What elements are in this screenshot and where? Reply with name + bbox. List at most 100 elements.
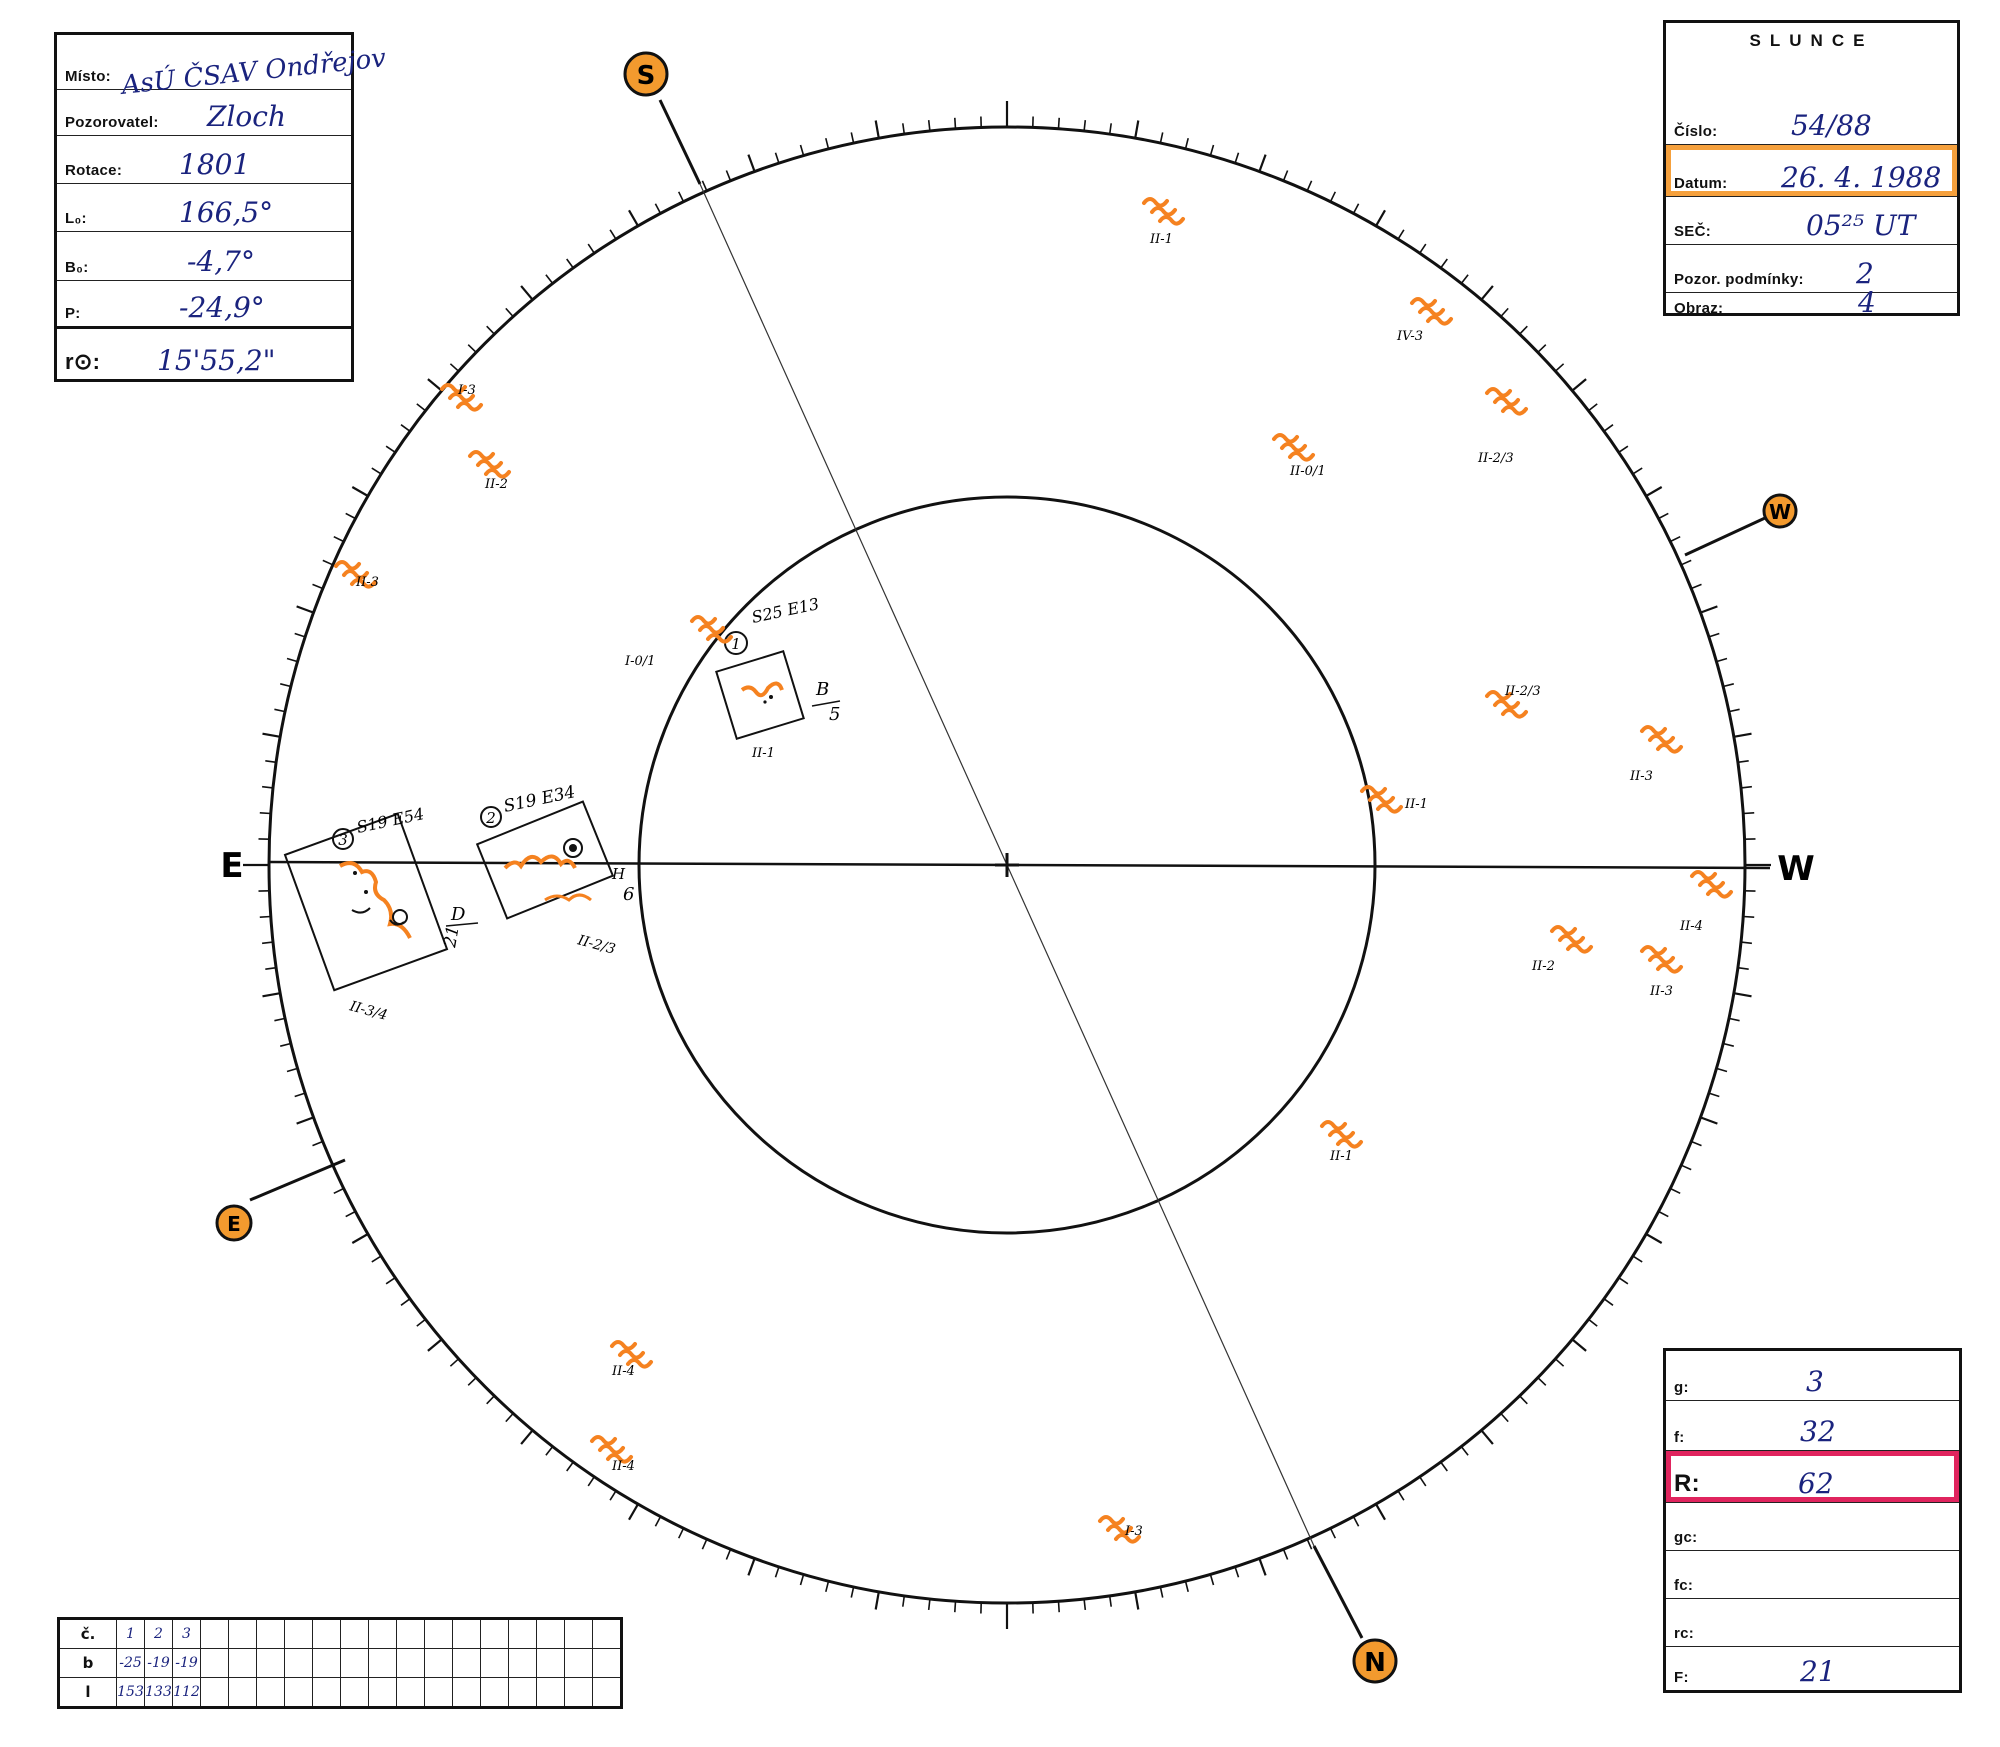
tick-mark: [1258, 1558, 1267, 1576]
table-cell: 112: [172, 1677, 201, 1708]
group-2-count: 6: [623, 884, 634, 905]
group-1-count: 5: [829, 704, 840, 725]
tick-mark: [486, 325, 495, 335]
b0-label: B₀:: [65, 259, 89, 276]
tick-mark: [1480, 285, 1494, 301]
facula-label: II-4: [1679, 919, 1703, 934]
tick-mark: [927, 120, 931, 132]
tick-mark: [286, 1067, 298, 1073]
image-label: Obraz:: [1674, 300, 1724, 317]
tick-mark: [1419, 1476, 1427, 1487]
l0-value: 166,5°: [179, 196, 274, 229]
tick-mark: [1743, 915, 1755, 918]
table-cell: [200, 1648, 229, 1678]
info-row-l0: L₀: 166,5°: [57, 184, 351, 232]
table-cell: [284, 1648, 313, 1678]
tick-mark: [1108, 1595, 1112, 1607]
table-cell: [396, 1677, 425, 1708]
table-cell: 153: [116, 1677, 145, 1708]
tick-mark: [566, 258, 574, 269]
tick-mark: [1700, 605, 1718, 614]
date-label: Datum:: [1674, 175, 1728, 192]
tick-mark: [1658, 512, 1669, 520]
facula-stroke: [1106, 1524, 1133, 1535]
number-label: Číslo:: [1674, 123, 1718, 140]
facula-stroke: [1272, 433, 1299, 444]
tick-mark: [280, 1042, 292, 1047]
facula-stroke: [342, 569, 369, 580]
facula-stroke: [1098, 1515, 1125, 1526]
info-row-rotation: Rotace: 1801: [57, 136, 351, 184]
tick-mark: [449, 1358, 460, 1367]
tick-mark: [1737, 966, 1749, 970]
tick-mark: [1618, 445, 1629, 453]
facula-stroke: [1376, 803, 1403, 814]
tick-mark: [799, 1574, 805, 1586]
table-cell: [536, 1618, 565, 1649]
tick-mark: [587, 243, 595, 254]
tick-mark: [1500, 1412, 1509, 1423]
tick-mark: [1159, 132, 1164, 144]
facula-stroke: [1368, 794, 1395, 805]
tick-mark: [1159, 1586, 1164, 1598]
tick-mark: [1537, 1377, 1547, 1386]
table-cell: [424, 1677, 453, 1708]
table-cell: [592, 1618, 622, 1649]
slunce-title: SLUNCE: [1749, 31, 1874, 50]
table-cell: 3: [172, 1618, 201, 1649]
counts-row-f: f: 32: [1666, 1401, 1959, 1451]
tick-mark: [850, 132, 855, 144]
tick-mark: [1083, 120, 1087, 132]
time-value: 05²⁵ UT: [1806, 209, 1916, 242]
tick-mark: [850, 1586, 855, 1598]
tick-mark: [1716, 657, 1728, 663]
table-cell: [452, 1648, 481, 1678]
facula-label: II-3: [1649, 984, 1673, 999]
tick-mark: [825, 138, 830, 150]
table-cell: [200, 1677, 229, 1708]
facula-stroke: [1648, 734, 1675, 745]
facula-label: II-3: [1629, 769, 1653, 784]
observer-value: Zloch: [207, 100, 286, 133]
tick-mark: [520, 285, 534, 301]
tick-mark: [1691, 583, 1702, 590]
tick-mark: [400, 1298, 411, 1306]
tick-mark: [345, 1210, 356, 1218]
tick-mark: [954, 117, 957, 129]
tick-mark: [1057, 117, 1060, 129]
facula-label: II-1: [1404, 797, 1428, 812]
table-cell: [564, 1677, 593, 1708]
tick-mark: [1669, 535, 1681, 543]
tick-mark: [286, 657, 298, 663]
tick-mark: [799, 144, 805, 156]
tick-mark: [262, 785, 274, 789]
tick-mark: [1603, 424, 1614, 432]
facula-stroke: [626, 1358, 653, 1369]
table-cell: [592, 1677, 622, 1708]
facula-stroke: [1550, 925, 1577, 936]
limb-tick-marks: [243, 101, 1771, 1629]
tick-mark: [467, 1377, 477, 1386]
table-cell: [228, 1677, 257, 1708]
facula-stroke: [1426, 315, 1453, 326]
tick-mark: [902, 123, 906, 135]
tick-mark: [628, 209, 639, 227]
table-cell: [256, 1618, 285, 1649]
facula-stroke: [606, 1453, 633, 1464]
row-label-longitude: l: [58, 1677, 117, 1708]
facula-stroke: [1280, 442, 1307, 453]
group-2-class: H: [611, 865, 626, 883]
tick-mark: [427, 1338, 443, 1352]
facula-stroke: [1142, 197, 1169, 208]
facula-stroke: [610, 1340, 637, 1351]
tick-mark: [385, 1277, 396, 1285]
table-cell: [312, 1618, 341, 1649]
table-row: č. 1 2 3: [58, 1618, 622, 1649]
facula-stroke: [1418, 306, 1445, 317]
facula-label: I-0/1: [624, 654, 655, 669]
table-cell: [452, 1618, 481, 1649]
r-label: R:: [1674, 1470, 1700, 1497]
conditions-value: 2: [1856, 257, 1874, 290]
tick-mark: [1460, 274, 1469, 284]
tick-mark: [1234, 152, 1240, 164]
